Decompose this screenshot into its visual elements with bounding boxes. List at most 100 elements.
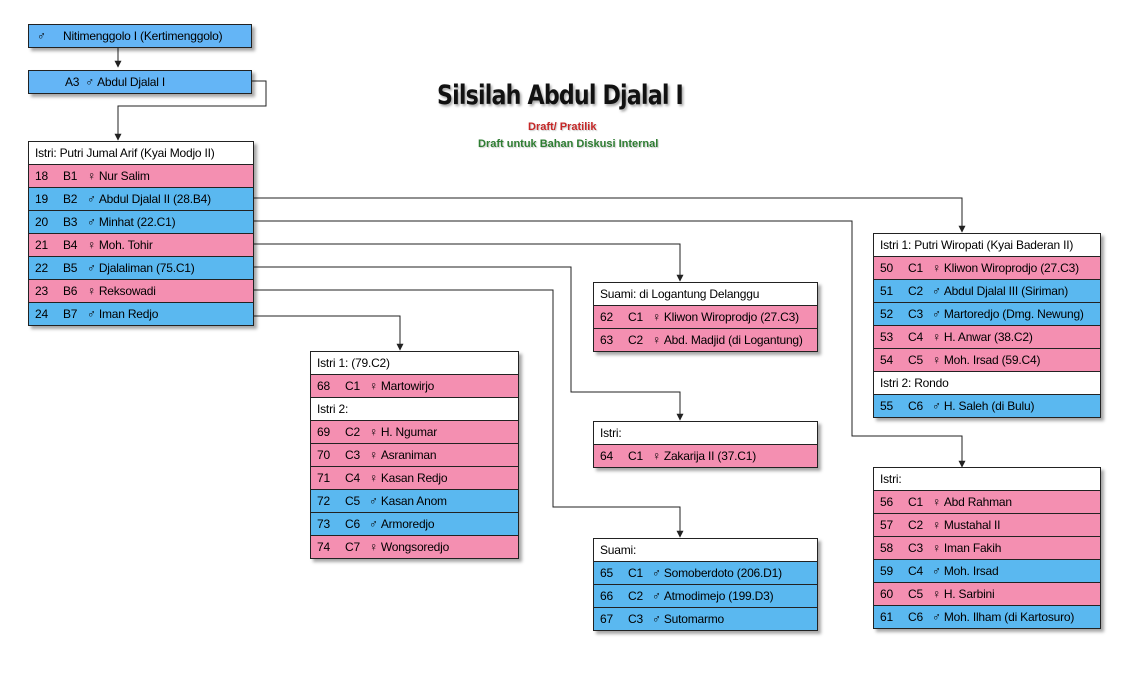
male-icon: ♂: [369, 517, 378, 531]
person-code: C1: [628, 449, 643, 463]
person-code: C1: [908, 261, 923, 275]
spouse-header: Istri 1: Putri Wiropati (Kyai Baderan II…: [874, 234, 1100, 256]
female-icon: ♀: [369, 425, 378, 439]
person-code: C2: [345, 425, 360, 439]
person-code: C2: [908, 284, 923, 298]
person-code: C1: [908, 495, 923, 509]
draft-label: Draft/ Pratilik: [528, 121, 597, 133]
female-icon: ♀: [932, 587, 941, 601]
ancestor-code: A3: [65, 75, 80, 89]
person-number: 74: [317, 540, 330, 554]
spouse-header: Istri: Putri Jumal Arif (Kyai Modjo II): [29, 142, 253, 164]
person-row: 61 C6 ♂Moh. Ilham (di Kartosuro): [874, 605, 1100, 628]
person-code: C7: [345, 540, 360, 554]
person-number: 63: [600, 333, 613, 347]
person-number: 51: [880, 284, 893, 298]
female-icon: ♀: [932, 353, 941, 367]
person-code: B4: [63, 238, 78, 252]
person-number: 52: [880, 307, 893, 321]
person-name: Sutomarmo: [663, 612, 725, 626]
male-icon: ♂: [85, 75, 95, 89]
male-icon: ♂: [932, 399, 941, 413]
person-number: 61: [880, 610, 893, 624]
female-icon: ♀: [932, 261, 941, 275]
person-code: B3: [63, 215, 78, 229]
connector-b6: [252, 289, 684, 538]
person-name: Djalaliman (75.C1): [98, 261, 195, 275]
female-icon: ♀: [932, 541, 941, 555]
person-name: H. Ngumar: [380, 425, 438, 439]
person-name: H. Sarbini: [943, 587, 995, 601]
connector-a3-main: [114, 80, 267, 141]
ancestor-name: Nitimenggolo I (Kertimenggolo): [63, 29, 223, 43]
person-name: Reksowadi: [98, 284, 156, 298]
person-number: 72: [317, 494, 330, 508]
person-name: Abdul Djalal III (Siriman): [943, 284, 1068, 298]
person-name: Moh. Ilham (di Kartosuro): [943, 610, 1075, 624]
person-code: B5: [63, 261, 78, 275]
person-code: C5: [345, 494, 360, 508]
person-row: 67 C3 ♂Sutomarmo: [594, 607, 817, 630]
spouse-header: Istri 1: (79.C2): [311, 352, 518, 374]
person-name: Wongsoredjo: [380, 540, 450, 554]
person-number: 54: [880, 353, 893, 367]
person-code: B2: [63, 192, 78, 206]
person-code: C4: [908, 330, 923, 344]
person-name: Abd Rahman: [943, 495, 1012, 509]
person-number: 18: [35, 169, 48, 183]
male-icon: ♂: [932, 610, 941, 624]
person-number: 62: [600, 310, 613, 324]
female-icon: ♀: [87, 284, 96, 298]
male-icon: ♂: [652, 589, 661, 603]
person-number: 68: [317, 379, 330, 393]
person-name: Martowirjo: [380, 379, 435, 393]
person-name: Moh. Irsad (59.C4): [943, 353, 1041, 367]
spouse-header: Istri 2: Rondo: [874, 371, 1100, 394]
ancestor-box-abdul-djalal-i: A3♂Abdul Djalal I: [28, 70, 252, 94]
connector-b5: [252, 266, 684, 421]
family-box-main: Istri: Putri Jumal Arif (Kyai Modjo II) 1…: [28, 141, 254, 326]
person-name: Asraniman: [380, 448, 437, 462]
female-icon: ♀: [932, 518, 941, 532]
person-code: C6: [908, 610, 923, 624]
person-code: C4: [908, 564, 923, 578]
person-code: C3: [628, 612, 643, 626]
male-icon: ♂: [932, 307, 941, 321]
connector-b4: [252, 243, 684, 282]
person-code: C3: [345, 448, 360, 462]
person-number: 50: [880, 261, 893, 275]
person-number: 64: [600, 449, 613, 463]
person-name: Kasan Redjo: [380, 471, 448, 485]
person-name: Martoredjo (Dmg. Newung): [943, 307, 1084, 321]
female-icon: ♀: [369, 540, 378, 554]
person-name: Iman Fakih: [943, 541, 1002, 555]
male-icon: ♂: [652, 566, 661, 580]
person-code: C2: [628, 333, 643, 347]
person-number: 67: [600, 612, 613, 626]
male-icon: ♂: [652, 612, 661, 626]
person-number: 58: [880, 541, 893, 555]
person-row: 74 C7 ♀Wongsoredjo: [311, 535, 518, 558]
spouse-header: Suami:: [594, 539, 817, 561]
person-code: C1: [628, 566, 643, 580]
